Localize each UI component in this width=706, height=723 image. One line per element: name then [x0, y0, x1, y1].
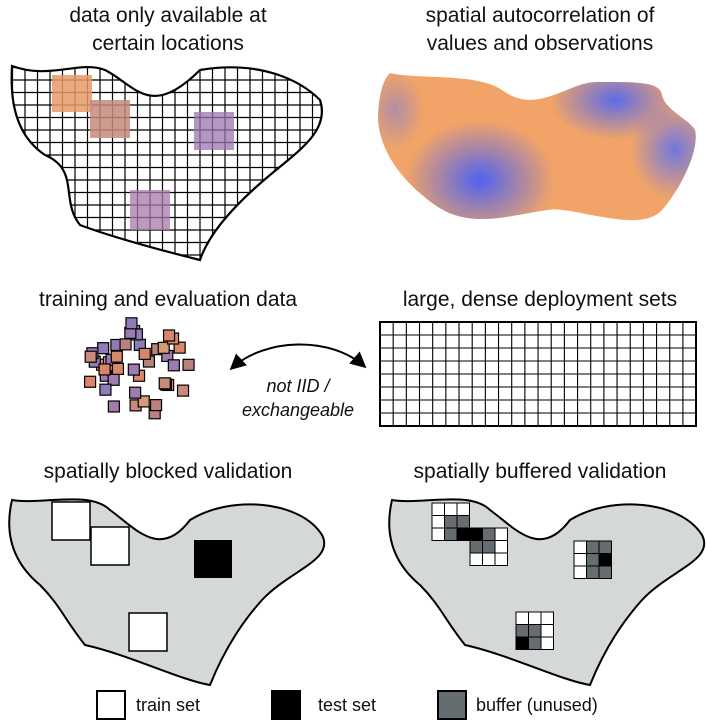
- data-square: [119, 338, 132, 351]
- train-cell: [469, 552, 483, 566]
- legend-buffer-label: buffer (unused): [476, 695, 598, 715]
- buffered-blocks: [431, 502, 612, 650]
- buffer-cell: [444, 515, 458, 529]
- train-cell: [573, 565, 587, 579]
- data-square: [176, 384, 190, 397]
- buffer-cell: [469, 540, 483, 554]
- title-top-right-line1: spatial autocorrelation of: [426, 4, 655, 27]
- title-buffered-validation: spatially buffered validation: [414, 460, 667, 483]
- legend-buffer-swatch: [437, 690, 467, 720]
- train-cell: [573, 540, 587, 554]
- buffered-validation-region: [388, 498, 706, 687]
- not-iid-arrow: [229, 343, 367, 371]
- data-square: [162, 329, 176, 342]
- data-square: [110, 350, 123, 363]
- deployment-grid-lines: [380, 322, 696, 426]
- data-square: [182, 358, 195, 371]
- train-cell: [494, 552, 508, 566]
- gridded-region: [10, 64, 323, 262]
- data-square: [167, 359, 180, 372]
- test-block: [194, 540, 232, 578]
- train-cell: [494, 527, 508, 541]
- buffer-cell: [598, 540, 612, 554]
- train-cell: [444, 502, 458, 516]
- title-top-right-line2: values and observations: [427, 32, 653, 55]
- buffer-cell: [456, 515, 470, 529]
- buffer-cell: [598, 565, 612, 579]
- buffer-cell: [482, 527, 496, 541]
- data-square: [137, 395, 150, 408]
- train-cell: [431, 502, 445, 516]
- legend-train-label: train set: [136, 695, 200, 715]
- data-square: [99, 383, 112, 396]
- title-training-evaluation: training and evaluation data: [39, 288, 297, 311]
- train-cell: [528, 611, 542, 625]
- data-square: [158, 377, 171, 390]
- data-square: [111, 362, 125, 375]
- data-square: [83, 375, 97, 388]
- data-square: [127, 363, 140, 376]
- data-square: [149, 399, 163, 412]
- deployment-grid: [379, 321, 697, 427]
- data-square: [125, 317, 138, 330]
- train-cell: [494, 540, 508, 554]
- buffer-cell: [528, 624, 542, 638]
- blocked-validation-region: [8, 498, 326, 687]
- train-cell: [540, 636, 554, 650]
- buffer-cell: [586, 540, 600, 554]
- arrow-label-line2: exchangeable: [242, 400, 354, 420]
- buffer-cell: [586, 565, 600, 579]
- train-cell: [431, 515, 445, 529]
- data-square: [98, 363, 111, 376]
- buffer-cell: [528, 636, 542, 650]
- title-blocked-validation: spatially blocked validation: [44, 460, 293, 483]
- arrow-label-line1: not IID /: [266, 376, 331, 396]
- train-cell: [482, 552, 496, 566]
- data-square: [138, 347, 151, 360]
- buffer-cell: [444, 527, 458, 541]
- test-cell: [456, 527, 470, 541]
- legend: train set test set buffer (unused): [96, 690, 598, 720]
- title-top-left-line1: data only available at: [69, 4, 266, 27]
- legend-test-label: test set: [318, 695, 376, 715]
- data-square: [157, 341, 170, 354]
- data-square: [84, 350, 97, 363]
- test-cell: [515, 636, 529, 650]
- autocorrelation-region: [378, 73, 696, 221]
- buffer-cell: [515, 624, 529, 638]
- buffer-cell: [586, 553, 600, 567]
- title-deployment-sets: large, dense deployment sets: [403, 288, 677, 311]
- legend-test-swatch: [271, 690, 301, 720]
- train-block: [90, 526, 130, 566]
- train-cell: [431, 527, 445, 541]
- test-cell: [598, 553, 612, 567]
- legend-train-swatch: [96, 690, 126, 720]
- data-square: [107, 400, 120, 413]
- train-cell: [456, 502, 470, 516]
- train-cell: [540, 611, 554, 625]
- data-patch: [194, 112, 234, 150]
- data-square: [173, 341, 186, 354]
- training-evaluation-squares: [83, 317, 195, 420]
- title-top-left-line2: certain locations: [92, 32, 244, 55]
- train-cell: [515, 611, 529, 625]
- data-square: [97, 342, 110, 355]
- data-square: [129, 386, 142, 399]
- data-patch: [90, 100, 130, 138]
- train-block: [128, 612, 168, 652]
- train-block: [51, 501, 91, 541]
- test-cell: [469, 527, 483, 541]
- train-cell: [573, 553, 587, 567]
- train-cell: [540, 624, 554, 638]
- data-patch: [130, 190, 170, 230]
- buffer-cell: [482, 540, 496, 554]
- data-patch: [52, 75, 92, 112]
